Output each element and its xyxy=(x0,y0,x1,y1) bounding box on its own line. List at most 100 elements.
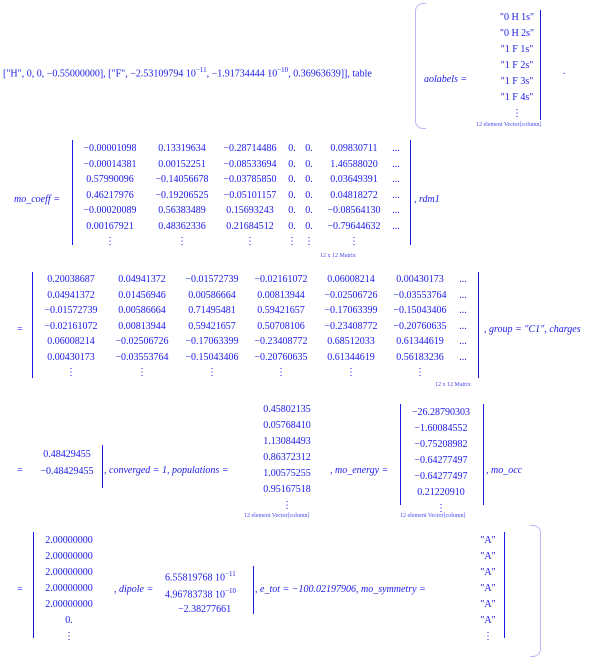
matrix-cell: −0.17063399 xyxy=(185,336,239,347)
vector-entry: 0.45802135 xyxy=(263,404,311,415)
vector-entry: "A" xyxy=(480,599,496,610)
matrix-cell: 0.71495481 xyxy=(188,305,236,316)
matrix-cell: ... xyxy=(459,274,467,285)
vector-entry: 2.00000000 xyxy=(45,583,93,594)
matrix-cell: −0.01572739 xyxy=(44,305,98,316)
matrix-cell: 0. xyxy=(288,143,296,154)
matrix-cell: ... xyxy=(392,143,400,154)
vector-entry: 0.48429455 xyxy=(43,449,91,460)
vector-entry: ⋮ xyxy=(64,631,74,642)
vector-bracket xyxy=(536,10,541,120)
matrix-caption: 12 x 12 Matrix xyxy=(320,253,356,259)
matrix-cell: 0.06008214 xyxy=(47,336,95,347)
dipole-z: −2.38277661 xyxy=(178,604,232,615)
dipole-y: 4.96783738 10−10 xyxy=(165,587,236,600)
matrix-caption: 12 x 12 Matrix xyxy=(435,382,471,388)
matrix-bracket-right xyxy=(474,272,479,378)
table-close-paren xyxy=(530,525,541,657)
atoms-text: ["H", 0, 0, −0.55000000], ["F", −2.53109… xyxy=(3,68,196,80)
matrix-cell: ... xyxy=(459,320,467,332)
matrix-cell: 0.48362336 xyxy=(158,220,206,232)
matrix-cell: 0.46217976 xyxy=(86,189,134,201)
vector-caption: 12 element Vector[column] xyxy=(244,513,310,519)
matrix-cell: 1.46588020 xyxy=(330,158,378,170)
table-open-paren xyxy=(415,3,426,129)
dipole-value: 6.55819768 10 xyxy=(165,572,225,584)
vector-entry: "A" xyxy=(480,535,496,546)
exponent: −11 xyxy=(225,570,236,578)
matrix-cell: −0.03553764 xyxy=(115,351,169,363)
matrix-cell: ⋮ xyxy=(349,236,359,247)
matrix-cell: 0.21684512 xyxy=(226,220,274,232)
vector-entry: "A" xyxy=(480,567,496,578)
matrix-cell: ⋮ xyxy=(245,236,255,247)
matrix-cell: ⋮ xyxy=(137,367,147,378)
matrix-cell: 0. xyxy=(288,205,296,216)
vector-entry: −1.60084552 xyxy=(414,423,468,434)
matrix-bracket-left xyxy=(72,140,77,245)
equals-sign: = xyxy=(17,324,23,335)
matrix-cell: 0.00586664 xyxy=(188,289,236,301)
vector-entry: ⋮ xyxy=(512,108,522,119)
matrix-cell: −0.00001098 xyxy=(83,143,137,154)
matrix-cell: ... xyxy=(392,220,400,232)
matrix-cell: 0. xyxy=(305,174,313,185)
vector-entry: "1 F 4s" xyxy=(500,92,534,103)
matrix-cell: −0.00020089 xyxy=(83,205,137,216)
vector-caption: 12 element Vector[column] xyxy=(476,122,542,128)
matrix-cell: 0.04818272 xyxy=(330,189,378,201)
matrix-cell: 0.04941372 xyxy=(47,289,95,301)
matrix-cell: 0.15693243 xyxy=(226,205,274,216)
dipole-x: 6.55819768 10−11 xyxy=(165,570,236,583)
matrix-cell: 0.56383489 xyxy=(158,205,206,216)
dipole-value: 4.96783738 10 xyxy=(165,589,225,601)
matrix-cell: 0.68512033 xyxy=(327,336,375,347)
matrix-cell: 0.00167921 xyxy=(86,220,134,232)
matrix-cell: −0.14056678 xyxy=(155,174,209,185)
matrix-cell: 0.61344619 xyxy=(327,351,375,363)
matrix-cell: ... xyxy=(392,189,400,201)
matrix-cell: 0.00152251 xyxy=(158,158,206,170)
vector-entry: "1 F 1s" xyxy=(500,44,534,55)
matrix-cell: −0.20760635 xyxy=(393,320,447,332)
vector-entry: "1 F 3s" xyxy=(500,76,534,87)
matrix-cell: 0.00430173 xyxy=(396,274,444,285)
atoms-text: , −1.91734444 10 xyxy=(206,68,278,80)
matrix-cell: 0.20038687 xyxy=(47,274,95,285)
matrix-cell: −0.08564130 xyxy=(327,205,381,216)
vector-entry: 0. xyxy=(65,615,73,626)
matrix-cell: ... xyxy=(459,289,467,301)
vector-entry: "A" xyxy=(480,615,496,626)
matrix-cell: 0.61344619 xyxy=(396,336,444,347)
mo-coeff-label: mo_coeff = xyxy=(14,194,60,205)
matrix-cell: 0.01456946 xyxy=(118,289,166,301)
vector-bracket-right xyxy=(479,404,484,505)
vector-entry: −0.48429455 xyxy=(40,466,94,477)
matrix-cell: −0.08533694 xyxy=(223,158,277,170)
matrix-cell: ⋮ xyxy=(346,367,356,378)
matrix-cell: −0.19206525 xyxy=(155,189,209,201)
converged-populations-text: , converged = 1, populations = xyxy=(104,465,229,476)
matrix-cell: 0. xyxy=(288,189,296,201)
matrix-cell: 0. xyxy=(305,205,313,216)
vector-entry: ⋮ xyxy=(436,503,446,514)
matrix-cell: 0.56183236 xyxy=(396,351,444,363)
matrix-cell: ... xyxy=(459,336,467,347)
matrix-cell: 0.03649391 xyxy=(330,174,378,185)
matrix-cell: 0.59421657 xyxy=(257,305,305,316)
mo-energy-label: , mo_energy = xyxy=(330,465,389,476)
matrix-cell: −0.28714486 xyxy=(223,143,277,154)
vector-bracket xyxy=(98,445,103,488)
separator: . xyxy=(563,66,566,77)
matrix-cell: −0.02506726 xyxy=(115,336,169,347)
matrix-cell: ⋮ xyxy=(287,236,297,247)
exponent: −10 xyxy=(277,66,289,74)
vector-entry: "1 F 2s" xyxy=(500,60,534,71)
matrix-cell: 0.09830711 xyxy=(330,143,378,154)
matrix-cell: ⋮ xyxy=(177,236,187,247)
matrix-bracket-right xyxy=(406,140,411,245)
matrix-cell: ... xyxy=(392,158,400,170)
vector-entry: 0.95167518 xyxy=(263,484,311,495)
matrix-cell: −0.02161072 xyxy=(44,320,98,332)
vector-entry: −0.64277497 xyxy=(414,471,468,482)
